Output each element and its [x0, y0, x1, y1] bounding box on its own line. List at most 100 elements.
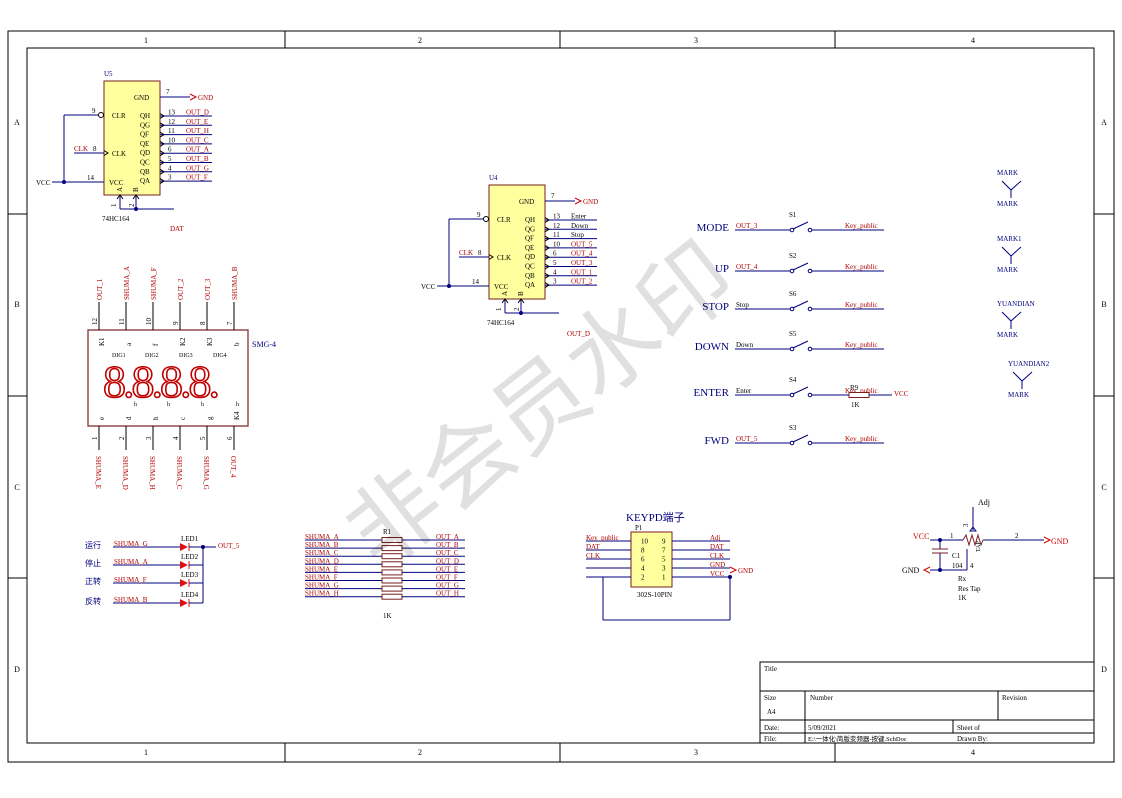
led-label: 停止: [85, 558, 101, 568]
switch-contact: [789, 392, 795, 398]
led-diode: [180, 579, 188, 587]
switch-contact: [789, 306, 795, 312]
pin-num: 12: [553, 222, 561, 230]
pin-num: 7: [226, 321, 234, 325]
pin-name: QC: [525, 263, 535, 271]
pin-label: K3: [206, 337, 214, 346]
chip-part: 74HC164: [102, 215, 130, 223]
led-net: SHUMA_F: [114, 576, 147, 584]
mark-bottom-label: MARK: [1008, 391, 1029, 399]
switch-contact: [807, 306, 813, 312]
r1-left-net: SHUMA_D: [305, 557, 339, 565]
pin-arrow: [159, 150, 165, 157]
pin-num: 10: [145, 318, 153, 326]
r1-right-net: OUT_C: [436, 549, 459, 557]
pot-adj-label: Adj: [978, 498, 990, 507]
vcc-net: VCC: [421, 283, 436, 291]
pin-num: 11: [168, 127, 175, 135]
pin-num: 7: [551, 192, 555, 200]
switch-contact: [789, 268, 795, 274]
pin-arrow: [116, 194, 124, 200]
pin-label: a: [125, 342, 133, 346]
pin-name: QG: [525, 225, 535, 233]
r1-right-net: OUT_H: [436, 590, 459, 598]
mark-symbol: [1012, 371, 1033, 382]
pin-num: 4: [553, 268, 557, 276]
segment-net: OUT_3: [204, 278, 212, 300]
pin-name: QF: [140, 131, 149, 139]
segment-net: OUT_4: [229, 456, 237, 478]
gnd-arrow: [729, 566, 738, 574]
wire: [792, 262, 809, 271]
pin-label: e: [98, 417, 106, 420]
pin-num: 14: [87, 174, 95, 182]
size-label: Size: [764, 694, 776, 702]
rx-value: 1K: [958, 594, 967, 602]
out-net: OUT_D: [567, 330, 590, 338]
pin-num: 1: [495, 307, 503, 311]
keypad-left-net: CLK: [586, 552, 600, 560]
keypad-left-net: Key_public: [586, 534, 619, 542]
pin-num: 10: [641, 538, 649, 546]
display-digits: 8.8.8.8.: [103, 356, 218, 407]
switch-net: Down: [736, 341, 754, 349]
pin-num: 9: [662, 538, 666, 546]
pin-num: 2: [128, 203, 136, 207]
r1-right-net: OUT_G: [436, 582, 459, 590]
pin-name: QG: [140, 121, 150, 129]
pin-name: QC: [140, 159, 150, 167]
switch-label: FWD: [705, 435, 730, 447]
c1-ref: C1: [952, 552, 961, 560]
keypad-right-net: Adj: [710, 534, 721, 542]
connector-body: [630, 531, 673, 588]
pin-arrow: [159, 113, 165, 119]
dp-label: h: [236, 402, 239, 408]
dp-label: h: [167, 402, 170, 408]
pin-num: 8: [641, 547, 645, 555]
mark-top-label: MARK1: [997, 235, 1022, 243]
chip-body: [103, 80, 161, 196]
pin-num: 2: [513, 307, 521, 311]
led-diode: [180, 543, 188, 551]
pin-label: K2: [179, 337, 187, 346]
segment-net: OUT_1: [96, 278, 104, 300]
pin-num: 4: [172, 436, 180, 440]
switch-contact: [789, 440, 795, 446]
pin-arrow: [517, 298, 525, 304]
pin-arrow: [544, 244, 550, 251]
output-net-label: OUT_3: [571, 259, 593, 267]
pin-num: 10: [168, 136, 176, 144]
pin-num: 5: [168, 155, 172, 163]
pin-num: 3: [168, 174, 172, 182]
potentiometer-circuit: Adj 3 1 2 4 TAP C1 104 Rx Res Tap 1K VCC…: [902, 498, 1069, 602]
pin-label: c: [179, 417, 187, 420]
pin-num: 9: [92, 107, 96, 115]
r1-left-net: SHUMA_H: [305, 590, 339, 598]
pin-arrow: [544, 282, 550, 289]
switch-public-net: Key_public: [845, 222, 878, 230]
switch-contact: [807, 227, 813, 233]
mark-symbol: [1001, 180, 1022, 191]
inverter-bubble: [98, 112, 104, 118]
r1-value: 1K: [383, 612, 392, 620]
r1-left-net: SHUMA_B: [305, 541, 339, 549]
pin-name: A: [116, 187, 124, 192]
output-net-label: OUT_G: [186, 164, 209, 172]
pin-name: QH: [525, 216, 535, 224]
pin-num: 14: [472, 278, 480, 286]
pin-name: QD: [140, 149, 150, 157]
mark-bottom-label: MARK: [997, 331, 1018, 339]
gnd-net: GND: [198, 94, 213, 102]
pin-name: QA: [140, 177, 150, 185]
resistor: [381, 593, 403, 600]
led-net: SHUMA_B: [114, 596, 148, 604]
pin-arrow: [544, 254, 550, 261]
keypad-ref: P1: [635, 524, 643, 532]
c1-value: 104: [952, 562, 963, 570]
keypad-right-net: VCC: [710, 570, 725, 578]
output-net-label: OUT_B: [186, 155, 209, 163]
pin-name: VCC: [109, 179, 124, 187]
wire: [792, 340, 809, 349]
